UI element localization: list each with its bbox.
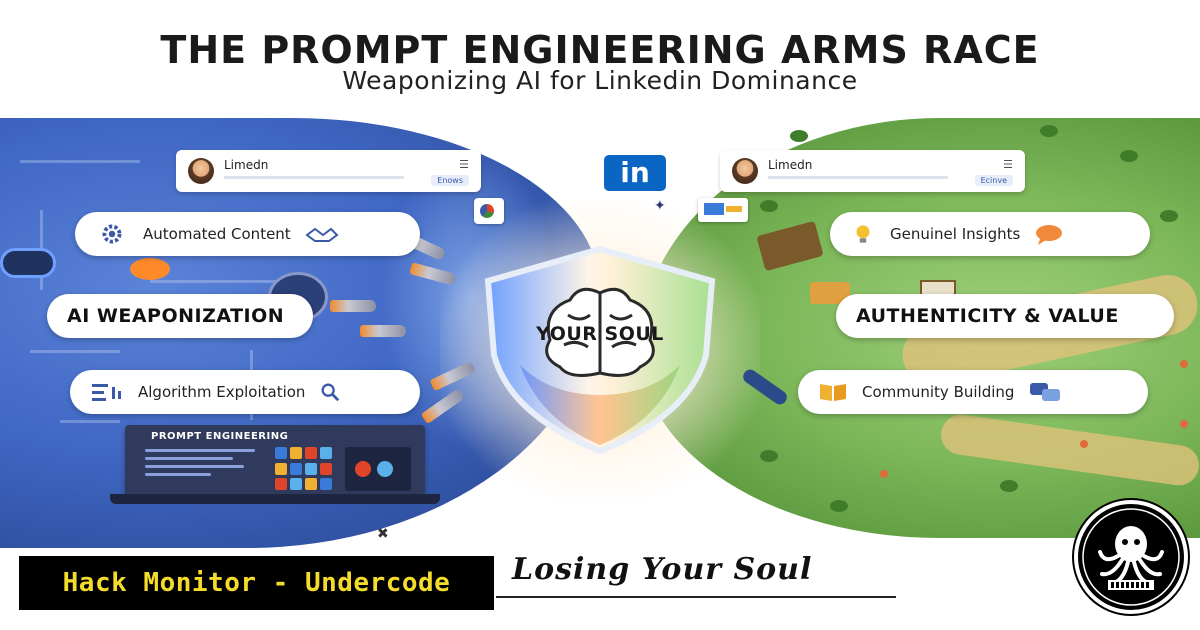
leaf-icon bbox=[760, 450, 778, 462]
leaf-icon bbox=[830, 500, 848, 512]
linkedin-logo: in bbox=[604, 155, 666, 191]
profile-card-left: Limedn ☰ Enows bbox=[176, 150, 481, 192]
shield-icon bbox=[484, 245, 716, 455]
box-icon bbox=[810, 282, 850, 304]
profile-name: Limedn bbox=[768, 158, 813, 172]
flame-icon bbox=[130, 258, 170, 280]
laptop-base bbox=[110, 494, 440, 504]
pill-label: AI WEAPONIZATION bbox=[67, 305, 285, 327]
profile-name: Limedn bbox=[224, 158, 269, 172]
pill-label: Algorithm Exploitation bbox=[138, 383, 306, 401]
gear-icon bbox=[95, 221, 129, 247]
code-lines bbox=[145, 449, 255, 489]
profile-line bbox=[224, 176, 404, 179]
chart-icon bbox=[474, 198, 504, 224]
handshake-icon bbox=[305, 223, 339, 245]
leaf-icon bbox=[1160, 210, 1178, 222]
circuit-line bbox=[30, 350, 120, 353]
pill-label: Automated Content bbox=[143, 225, 291, 243]
dashboard-grid bbox=[275, 447, 335, 491]
profile-tag: Ecinve bbox=[974, 175, 1013, 186]
list-icon bbox=[90, 381, 124, 403]
avatar bbox=[732, 158, 758, 184]
close-icon: ✖ bbox=[377, 526, 389, 542]
speech-bubble-icon bbox=[1034, 223, 1064, 245]
pill-community-building: Community Building bbox=[798, 370, 1148, 414]
page-subtitle: Weaponizing AI for Linkedin Dominance bbox=[342, 66, 858, 95]
tagline-underline bbox=[496, 596, 896, 598]
pill-ai-weaponization: AI WEAPONIZATION bbox=[47, 294, 313, 338]
leaf-icon bbox=[1000, 480, 1018, 492]
pill-label: Genuinel Insights bbox=[890, 225, 1021, 243]
laptop-panel: PROMPT ENGINEERING bbox=[125, 425, 425, 497]
profile-line bbox=[768, 176, 948, 179]
circuit-line bbox=[20, 160, 140, 163]
chat-icon bbox=[1028, 381, 1062, 403]
pill-automated-content: Automated Content bbox=[75, 212, 420, 256]
banner-text: Hack Monitor - Undercode bbox=[62, 568, 451, 598]
flower-icon bbox=[1180, 360, 1188, 368]
chart-panel bbox=[345, 447, 411, 491]
lightbulb-icon bbox=[850, 221, 876, 247]
search-icon bbox=[319, 381, 341, 403]
circuit-line bbox=[150, 280, 310, 283]
missile-icon bbox=[330, 300, 376, 312]
leaf-icon bbox=[760, 200, 778, 212]
flower-icon bbox=[1080, 440, 1088, 448]
robot-arm-joint bbox=[0, 248, 56, 278]
leaf-icon bbox=[1120, 150, 1138, 162]
tagline: Losing Your Soul bbox=[512, 552, 813, 587]
laptop-title: PROMPT ENGINEERING bbox=[151, 431, 289, 442]
profile-tag: Enows bbox=[431, 175, 469, 186]
leaf-icon bbox=[790, 130, 808, 142]
pill-authenticity-value: AUTHENTICITY & VALUE bbox=[836, 294, 1174, 338]
pill-label: AUTHENTICITY & VALUE bbox=[856, 305, 1119, 327]
circuit-line bbox=[60, 420, 120, 423]
missile-icon bbox=[360, 325, 406, 337]
pill-algorithm-exploitation: Algorithm Exploitation bbox=[70, 370, 420, 414]
network-icon: ✦ bbox=[654, 198, 666, 214]
pill-genuine-insights: Genuinel Insights bbox=[830, 212, 1150, 256]
pill-label: Community Building bbox=[862, 383, 1015, 401]
octopus-logo bbox=[1074, 500, 1188, 614]
profile-card-right: Limedn ☰ Ecinve bbox=[720, 150, 1025, 192]
brand-banner: Hack Monitor - Undercode bbox=[19, 556, 494, 610]
flower-icon bbox=[1180, 420, 1188, 428]
book-icon bbox=[818, 381, 848, 403]
card-icon bbox=[698, 198, 748, 222]
avatar bbox=[188, 158, 214, 184]
flower-icon bbox=[880, 470, 888, 478]
menu-icon: ☰ bbox=[459, 158, 469, 171]
menu-icon: ☰ bbox=[1003, 158, 1013, 171]
shield-label: YOUR SOUL bbox=[536, 323, 664, 345]
leaf-icon bbox=[1040, 125, 1058, 137]
page-title: THE PROMPT ENGINEERING ARMS RACE bbox=[160, 28, 1040, 72]
